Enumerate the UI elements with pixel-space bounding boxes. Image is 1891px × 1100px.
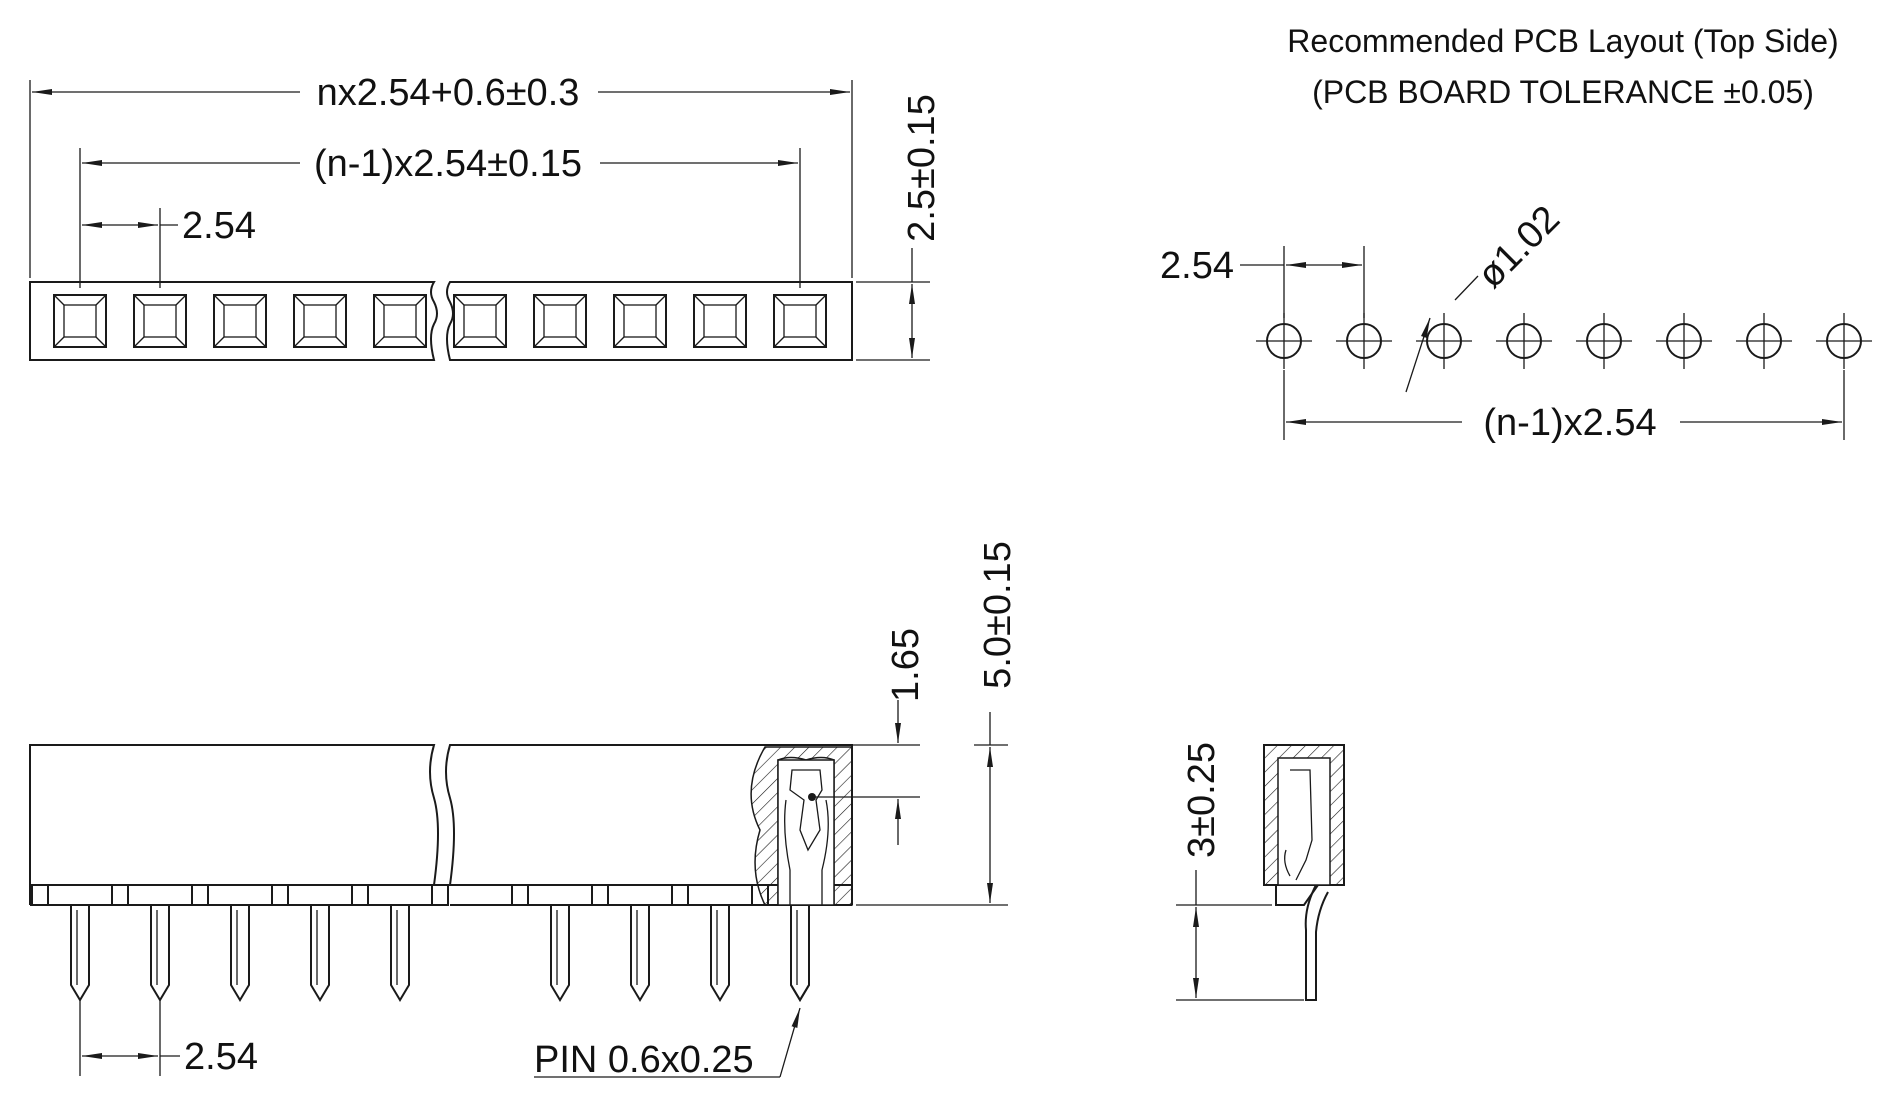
front-view-body-left [29,744,439,886]
pin [630,905,650,1002]
pin-span-label: (n-1)x2.54±0.15 [314,143,582,185]
front-view-body-right [445,744,853,886]
top-view: nx2.54+0.6±0.3 (n-1)x2.54±0.15 2.54 2.5±… [29,72,943,361]
standoff [31,884,49,906]
pcb-layout-subtitle: (PCB BOARD TOLERANCE ±0.05) [1312,74,1814,110]
pin [790,905,810,1002]
cavity [773,294,827,348]
cavity [693,294,747,348]
pcb-pitch-label: 2.54 [1160,245,1234,287]
pcb-hole [1576,313,1632,369]
pcb-layout: Recommended PCB Layout (Top Side) (PCB B… [1160,23,1872,444]
pcb-hole [1656,313,1712,369]
top-view-body-left [29,281,438,361]
cavity [453,294,507,348]
pin [710,905,730,1002]
overall-length-label: nx2.54+0.6±0.3 [317,72,580,114]
pcb-hole [1416,313,1472,369]
side-contact [1284,769,1313,881]
cavity-row [53,294,827,348]
standoff [351,884,369,906]
cavity [53,294,107,348]
cavity [613,294,667,348]
width-label: 2.5±0.15 [901,94,943,242]
leader-line [1405,317,1431,393]
tail-length-label: 3±0.25 [1181,742,1223,858]
pcb-hole-row [1256,313,1872,369]
pin [310,905,330,1002]
cavity [293,294,347,348]
pin [390,905,410,1002]
top-view-body-right [446,281,853,361]
bottom-pitch-label: 2.54 [184,1036,258,1078]
standoff [111,884,129,906]
cavity [373,294,427,348]
cavity [533,294,587,348]
pin-size-label: PIN 0.6x0.25 [534,1039,754,1081]
standoff [191,884,209,906]
standoff [671,884,689,906]
standoff [271,884,289,906]
pin [790,905,810,1002]
body-height-label: 5.0±0.15 [977,541,1019,689]
section-cutaway [750,746,853,906]
cavity [213,294,267,348]
pcb-hole [1816,313,1872,369]
standoff [591,884,609,906]
pcb-layout-title: Recommended PCB Layout (Top Side) [1287,23,1838,59]
front-view: 1.65 5.0±0.15 2.54 PIN 0.6x0.25 [29,541,1019,1081]
side-view: 3±0.25 [1176,742,1345,1001]
pcb-span-label: (n-1)x2.54 [1483,402,1656,444]
hole-diameter-label: ø1.02 [1470,198,1568,296]
cavity [133,294,187,348]
pcb-hole [1496,313,1552,369]
pin [230,905,250,1002]
pcb-hole [1336,313,1392,369]
standoff [511,884,529,906]
pcb-hole [1736,313,1792,369]
contact-depth-label: 1.65 [885,628,927,702]
side-pin-tail [1304,884,1329,1001]
pin [70,905,90,1002]
leader-line [779,1007,801,1078]
pin-row [31,884,810,1002]
pin [550,905,570,1002]
top-pitch-label: 2.54 [182,205,256,247]
pcb-hole [1256,313,1312,369]
standoff [431,884,449,906]
pin [150,905,170,1002]
leader-line [1454,275,1479,301]
